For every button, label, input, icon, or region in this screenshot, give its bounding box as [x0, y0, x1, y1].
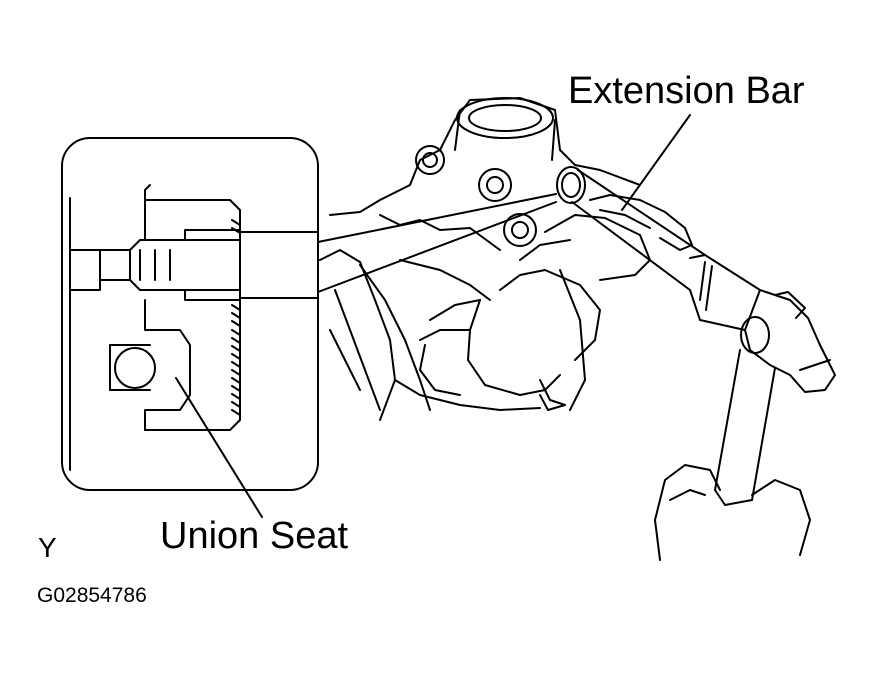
extension-bar-leader — [621, 114, 691, 211]
extension-bar-label: Extension Bar — [568, 70, 805, 112]
engine-housing — [319, 97, 641, 421]
detail-callout-lines — [317, 193, 557, 293]
corner-letter: Y — [38, 532, 57, 563]
detail-inset — [61, 137, 319, 491]
ratchet-handle — [714, 349, 776, 506]
lower-hand — [654, 464, 811, 561]
union-seat-label: Union Seat — [160, 515, 349, 557]
union-seat-leader — [175, 377, 263, 518]
figure-code: G02854786 — [37, 584, 147, 607]
upper-hand — [419, 194, 693, 411]
extension-bar — [556, 166, 836, 393]
